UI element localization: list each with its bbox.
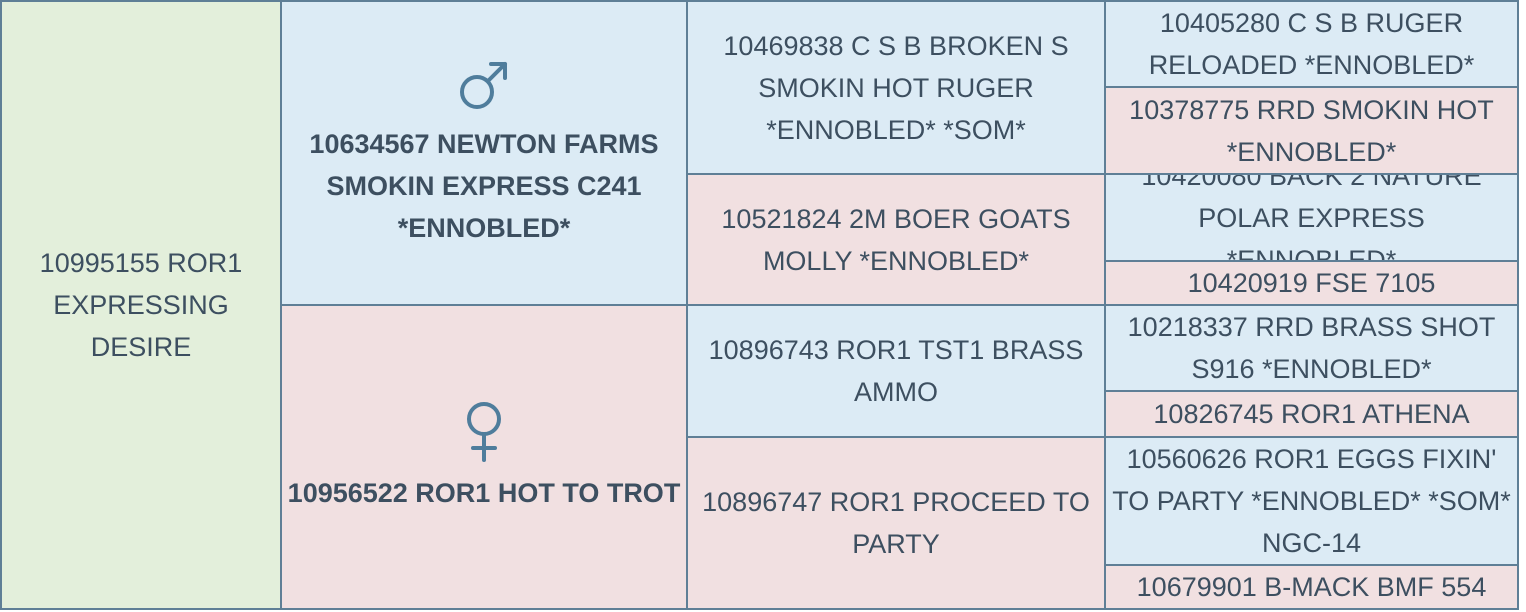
subject-name: 10995155 ROR1 EXPRESSING DESIRE	[39, 248, 243, 362]
grandparent-name: 10469838 C S B BROKEN S SMOKIN HOT RUGER…	[723, 30, 1069, 145]
great-grandparent-name: 10378775 RRD SMOKIN HOT *ENNOBLED*	[1129, 94, 1494, 167]
grandparent-cell: 10521824 2M BOER GOATS MOLLY *ENNOBLED*	[686, 173, 1106, 306]
great-grandparent-name: 10420919 FSE 7105	[1187, 268, 1436, 298]
grandparent-name: 10521824 2M BOER GOATS MOLLY *ENNOBLED*	[721, 203, 1071, 276]
great-grandparent-cell: 10378775 RRD SMOKIN HOT *ENNOBLED*	[1104, 86, 1519, 175]
male-icon	[456, 57, 512, 113]
great-grandparent-cell: 10826745 ROR1 ATHENA	[1104, 390, 1519, 438]
great-grandparent-cell: 10218337 RRD BRASS SHOT S916 *ENNOBLED*	[1104, 304, 1519, 392]
great-grandparent-cell: 10420919 FSE 7105	[1104, 260, 1519, 306]
great-grandparent-cell: 10560626 ROR1 EGGS FIXIN' TO PARTY *ENNO…	[1104, 436, 1519, 566]
great-grandparent-cell: 10420080 BACK 2 NATURE POLAR EXPRESS *EN…	[1104, 173, 1519, 262]
great-grandparent-name: 10826745 ROR1 ATHENA	[1153, 399, 1470, 429]
great-grandparent-name: 10679901 B-MACK BMF 554	[1136, 572, 1487, 602]
great-grandparent-name: 10420080 BACK 2 NATURE POLAR EXPRESS *EN…	[1141, 173, 1482, 262]
female-icon	[461, 400, 507, 462]
grandparent-cell: 10469838 C S B BROKEN S SMOKIN HOT RUGER…	[686, 0, 1106, 175]
dam-name: 10956522 ROR1 HOT TO TROT	[287, 478, 681, 508]
grandparent-cell: 10896747 ROR1 PROCEED TO PARTY	[686, 436, 1106, 610]
dam-cell: 10956522 ROR1 HOT TO TROT	[280, 304, 688, 610]
subject-cell: 10995155 ROR1 EXPRESSING DESIRE	[0, 0, 282, 610]
grandparent-name: 10896747 ROR1 PROCEED TO PARTY	[702, 487, 1090, 559]
great-grandparent-cell: 10405280 C S B RUGER RELOADED *ENNOBLED*	[1104, 0, 1519, 88]
great-grandparent-name: 10560626 ROR1 EGGS FIXIN' TO PARTY *ENNO…	[1112, 444, 1511, 558]
sire-name: 10634567 NEWTON FARMS SMOKIN EXPRESS C24…	[309, 129, 659, 243]
grandparent-cell: 10896743 ROR1 TST1 BRASS AMMO	[686, 304, 1106, 438]
great-grandparent-name: 10405280 C S B RUGER RELOADED *ENNOBLED*	[1148, 8, 1475, 80]
grandparent-name: 10896743 ROR1 TST1 BRASS AMMO	[708, 335, 1084, 407]
great-grandparent-cell: 10679901 B-MACK BMF 554	[1104, 564, 1519, 610]
sire-cell: 10634567 NEWTON FARMS SMOKIN EXPRESS C24…	[280, 0, 688, 306]
great-grandparent-name: 10218337 RRD BRASS SHOT S916 *ENNOBLED*	[1127, 312, 1496, 384]
